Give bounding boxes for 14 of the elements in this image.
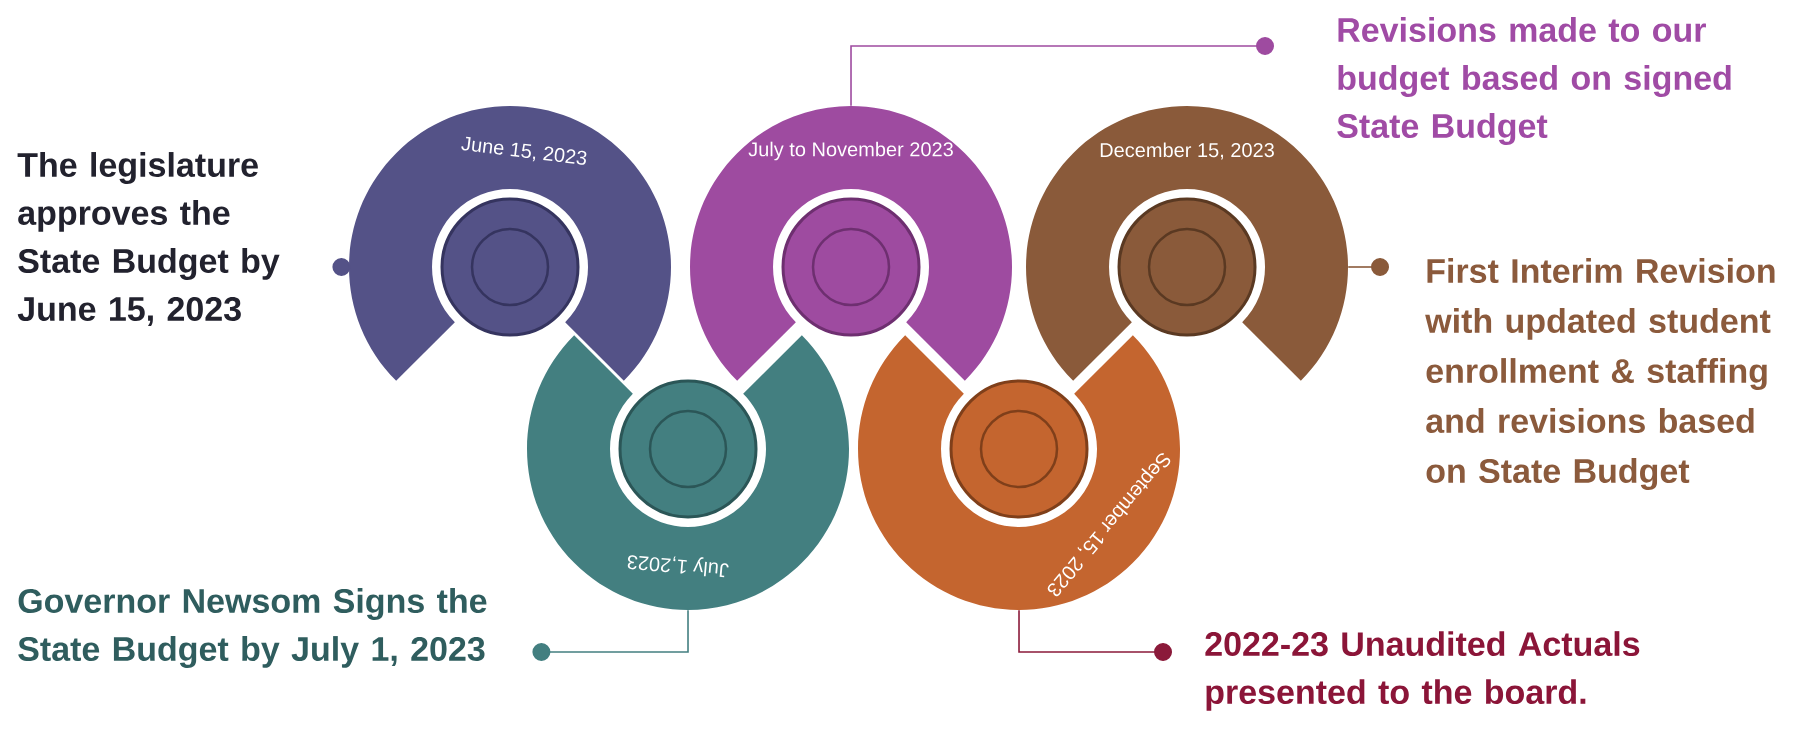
description-text: Governor Newsom Signs the State Budget by July 1, 2023 (18, 588, 487, 668)
description-text: 2022-23 Unaudited Actuals presented to the board. (1205, 631, 1640, 711)
date-label: December 15, 2023 (1100, 142, 1274, 160)
description-text: First Interim Revision with updated student enrollment & staffing and revisions based on State Budget (1425, 258, 1775, 490)
description-text: The legislature approves the State Budget by June 15, 2023 (17, 152, 280, 326)
date-label: July 1,2023 (627, 555, 729, 578)
leader-line (1347, 258, 1389, 276)
leader-line (1018, 609, 1172, 661)
leader-line (850, 37, 1274, 107)
description-text: Revisions made to our budget based on signed State Budget (1337, 17, 1731, 145)
leader-line (332, 258, 351, 276)
date-label: June 15, 2023 (461, 136, 587, 165)
date-label: July to November 2023 (748, 141, 953, 161)
leader-line (532, 609, 689, 661)
